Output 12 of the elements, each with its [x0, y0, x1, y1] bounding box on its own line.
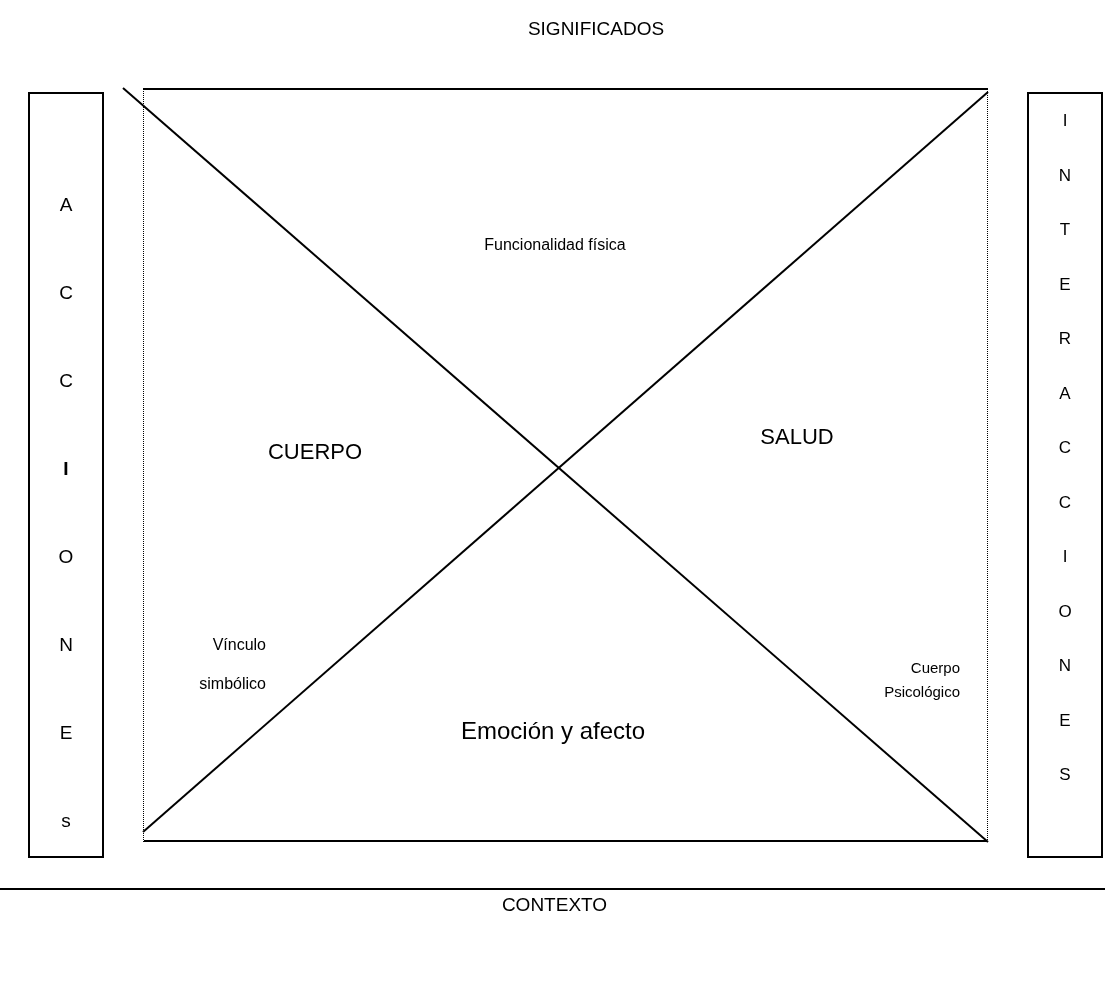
region-label: SALUD — [759, 423, 835, 451]
vertical-label: A C C I O N E s — [57, 193, 75, 833]
vertical-text-box — [28, 92, 104, 858]
caption: CONTEXTO — [500, 894, 609, 916]
vertical-text-box — [1027, 92, 1103, 858]
region-label: Emoción y afecto — [459, 716, 647, 746]
region-label: Cuerpo Psicológico — [883, 658, 960, 702]
region-label: CUERPO — [266, 438, 364, 466]
vertical-label: I N T E R A C C I O N E S — [1057, 110, 1073, 786]
region-label: Funcionalidad física — [483, 235, 627, 255]
title: SIGNIFICADOS — [526, 18, 666, 40]
region-label: Vínculo simbólico — [198, 635, 266, 694]
